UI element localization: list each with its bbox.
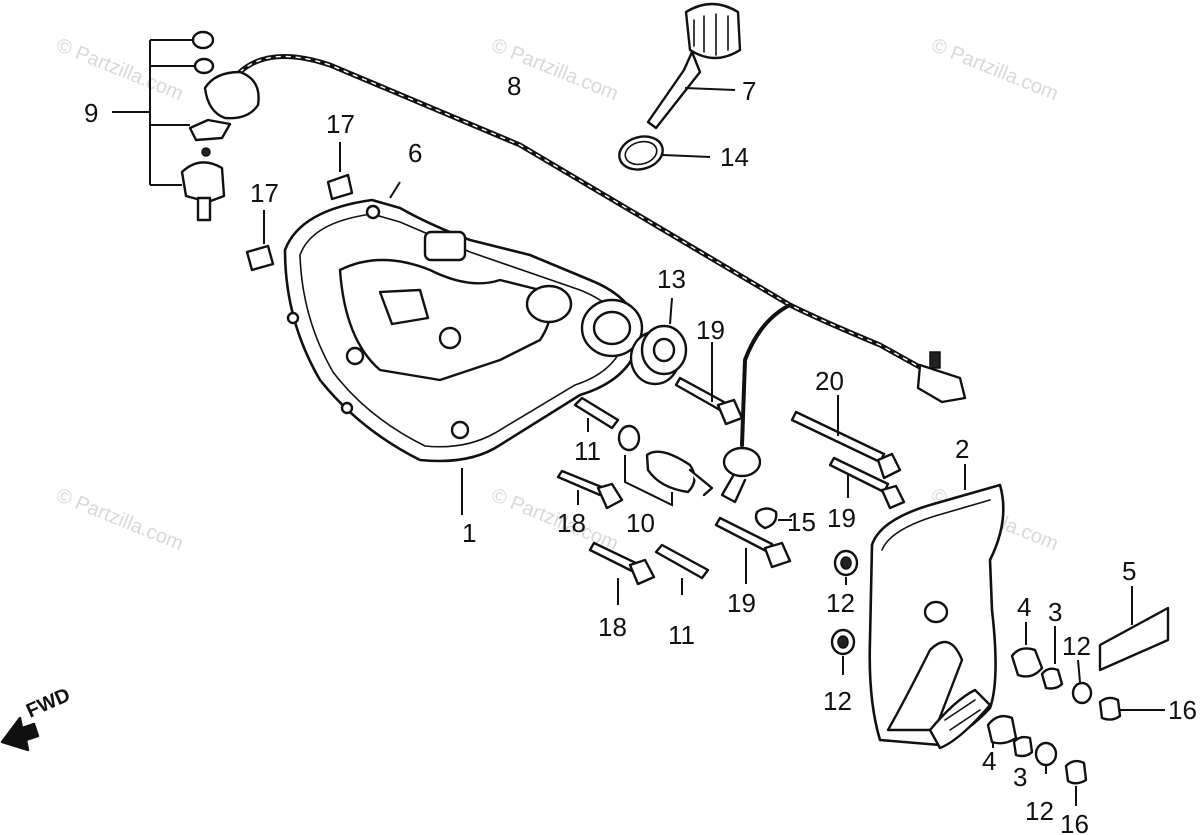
bolts-and-pins xyxy=(556,342,906,605)
fwd-label: FWD xyxy=(23,684,74,723)
crankcase-cover xyxy=(283,181,644,515)
callout-labels: 1 2 3 3 4 4 5 6 7 8 9 10 11 11 12 12 12 … xyxy=(84,71,1197,835)
callout-4: 4 xyxy=(982,746,996,776)
callout-1: 1 xyxy=(462,518,476,548)
callout-12: 12 xyxy=(1025,796,1054,826)
callout-3: 3 xyxy=(1013,762,1027,792)
neutral-switch xyxy=(617,424,714,507)
callout-16: 16 xyxy=(1168,695,1197,725)
callout-19: 19 xyxy=(727,588,756,618)
callout-12: 12 xyxy=(826,588,855,618)
callout-12: 12 xyxy=(823,686,852,716)
o-ring xyxy=(618,135,711,171)
connector-icon xyxy=(929,351,941,369)
washers-and-nuts xyxy=(830,549,1165,806)
oil-dipstick xyxy=(646,2,742,130)
oil-seal xyxy=(629,297,688,386)
callout-19: 19 xyxy=(827,503,856,533)
callout-14: 14 xyxy=(720,142,749,172)
callout-8: 8 xyxy=(507,71,521,101)
callout-12: 12 xyxy=(1062,631,1091,661)
callout-17: 17 xyxy=(250,178,279,208)
callout-18: 18 xyxy=(557,508,586,538)
watermark: © Partzilla.com xyxy=(928,34,1061,105)
watermark: © Partzilla.com xyxy=(53,484,186,555)
watermark: © Partzilla.com xyxy=(53,34,186,105)
dowel-pins xyxy=(245,142,354,272)
callout-11: 11 xyxy=(574,436,601,466)
callout-19: 19 xyxy=(696,315,725,345)
arrow-icon xyxy=(0,716,40,752)
callout-17: 17 xyxy=(326,109,355,139)
callout-16: 16 xyxy=(1060,809,1089,835)
callout-10: 10 xyxy=(626,508,655,538)
caution-label xyxy=(1098,586,1170,672)
callout-18: 18 xyxy=(598,612,627,642)
callout-2: 2 xyxy=(955,434,969,464)
callout-4: 4 xyxy=(1017,592,1031,622)
wire-harness xyxy=(237,54,967,504)
callout-6: 6 xyxy=(408,138,422,168)
callout-13: 13 xyxy=(657,264,686,294)
callout-5: 5 xyxy=(1122,556,1136,586)
callout-7: 7 xyxy=(742,76,756,106)
oil-pressure-switch-assembly xyxy=(112,30,260,222)
side-cover xyxy=(868,464,1005,750)
callout-11: 11 xyxy=(668,620,695,650)
callout-15: 15 xyxy=(787,507,816,537)
callout-3: 3 xyxy=(1048,597,1062,627)
forward-direction-indicator: FWD xyxy=(0,684,74,752)
callout-9: 9 xyxy=(84,98,98,128)
callout-20: 20 xyxy=(815,366,844,396)
